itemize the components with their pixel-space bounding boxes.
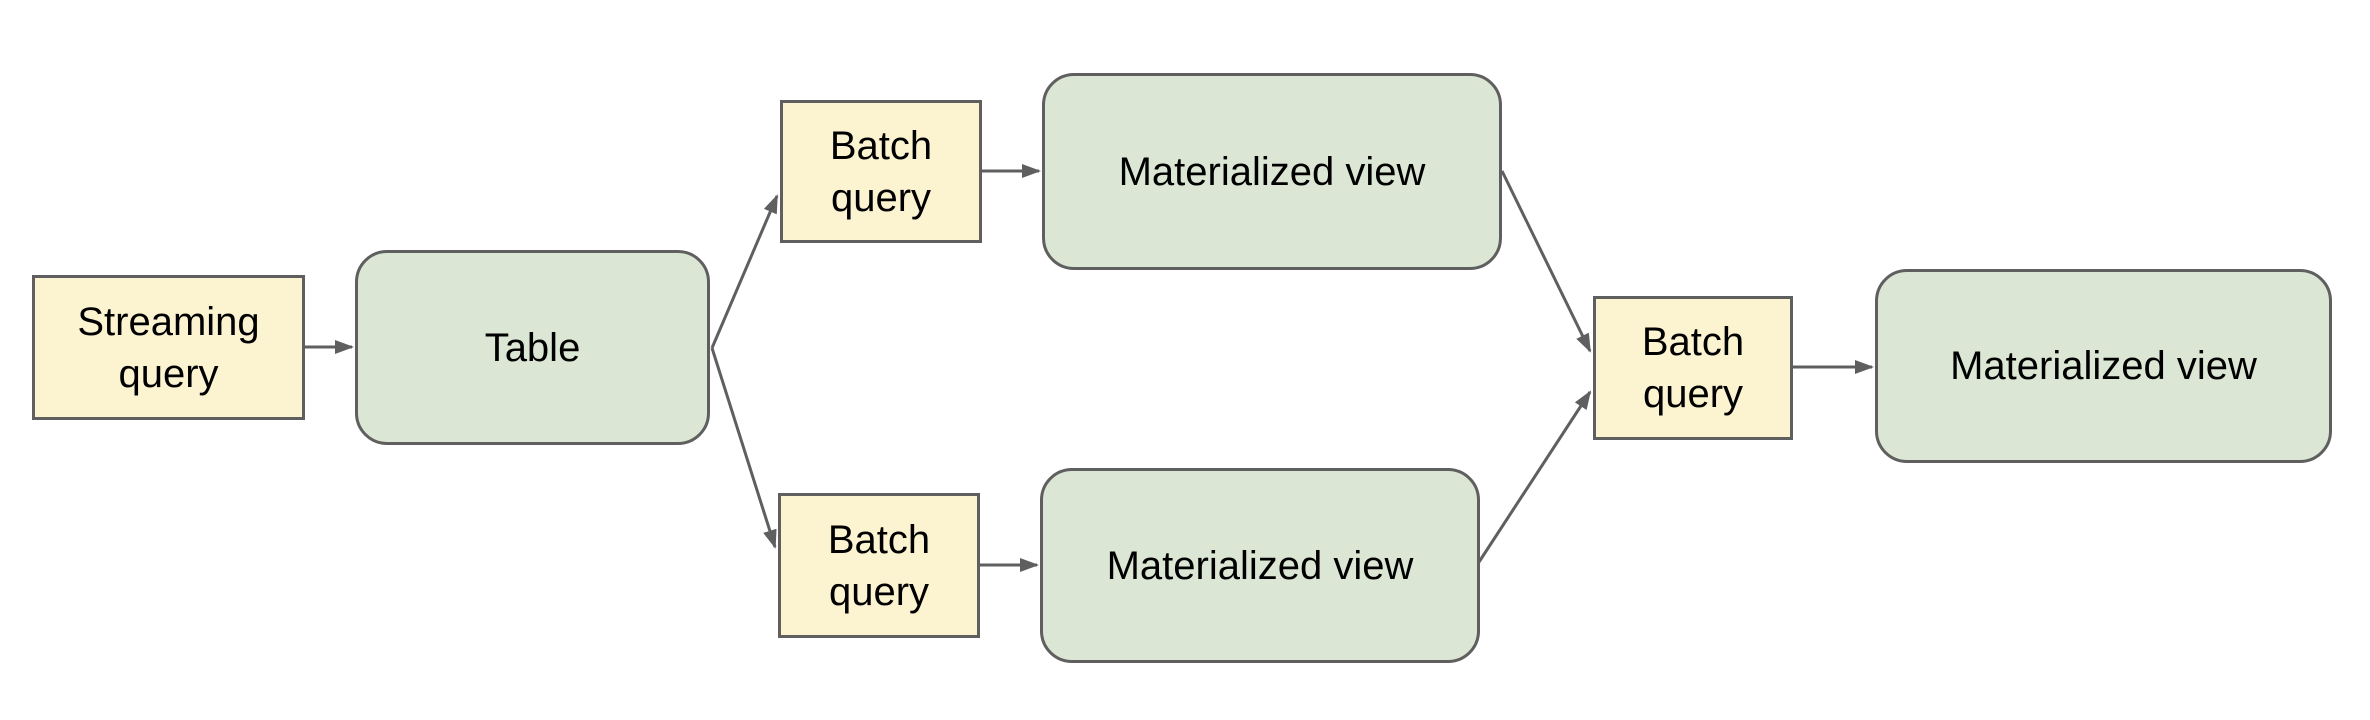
edge-table-to-batch-bottom: [710, 347, 777, 549]
materialized-view-bottom-node: Materialized view: [1040, 468, 1480, 663]
materialized-view-right-node: Materialized view: [1875, 269, 2332, 463]
edge-table-to-batch-top: [710, 194, 779, 349]
batch-query-right-label: Batch query: [1641, 320, 1745, 416]
materialized-view-bottom-label: Materialized view: [1106, 543, 1414, 588]
materialized-view-right-label: Materialized view: [1950, 344, 2257, 388]
materialized-view-top-label: Materialized view: [1118, 149, 1426, 194]
batch-query-bottom-label: Batch query: [827, 517, 931, 614]
table-node: Table: [355, 250, 710, 445]
table-label: Table: [484, 325, 581, 370]
streaming-query-node: Streaming query: [32, 275, 305, 420]
materialized-view-top-node: Materialized view: [1042, 73, 1502, 270]
batch-query-top-node: Batch query: [780, 100, 982, 243]
batch-query-right-node: Batch query: [1593, 296, 1793, 440]
batch-query-top-label: Batch query: [829, 123, 933, 220]
streaming-query-label: Streaming query: [77, 299, 260, 396]
batch-query-bottom-node: Batch query: [778, 493, 980, 638]
edge-mv-bottom-to-batch-right: [1477, 390, 1592, 563]
edge-mv-top-to-batch-right: [1500, 170, 1592, 353]
